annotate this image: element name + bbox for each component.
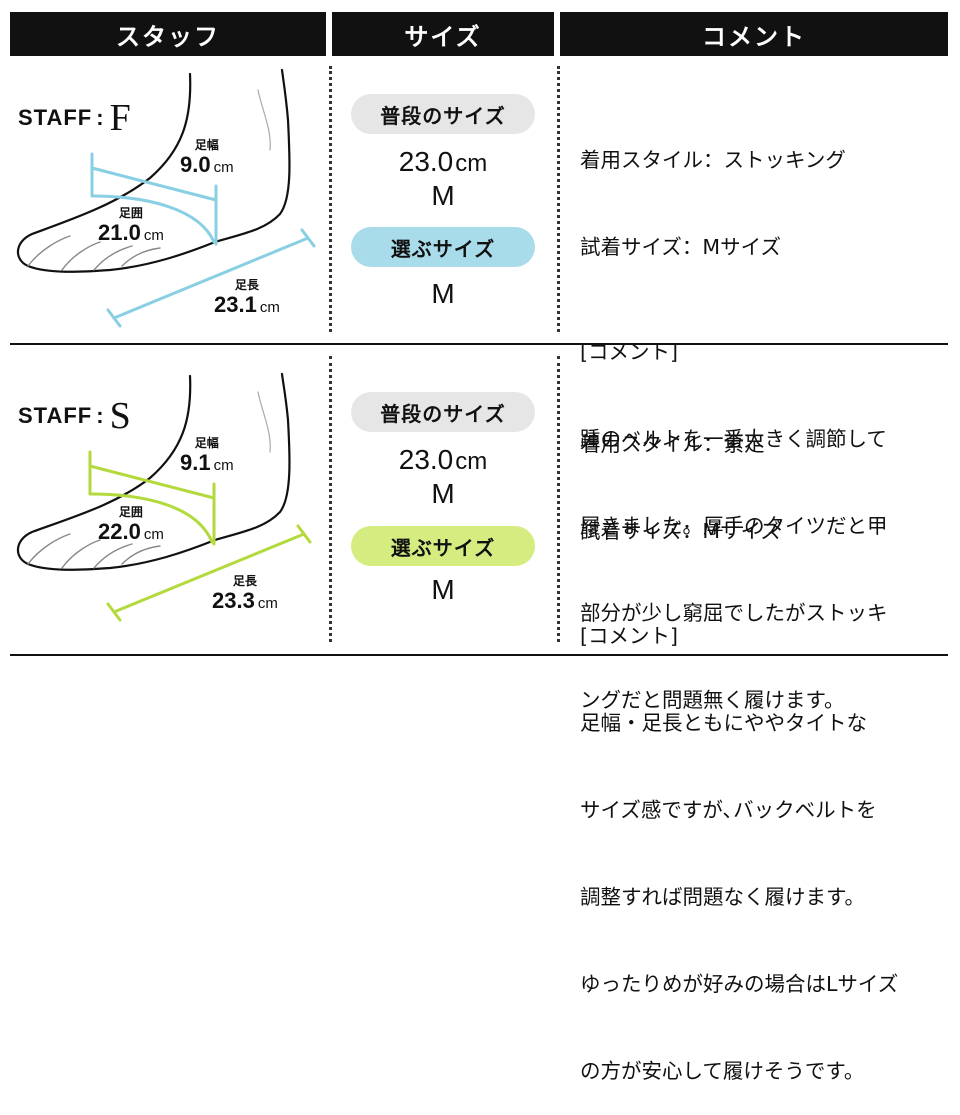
comment-line: ゆったりめが好みの場合はLサイズ [580, 972, 899, 996]
foot-illustration-s [16, 372, 312, 622]
usual-size-letter: M [431, 180, 455, 211]
column-divider [557, 66, 560, 332]
header-size: サイズ [332, 12, 554, 56]
staff-label-s: STAFF : S [18, 394, 131, 438]
usual-size-cm-unit: cm [455, 448, 488, 475]
row-separator [10, 654, 948, 656]
foot-width-value: 9.1 [180, 450, 211, 475]
foot-width-unit: cm [213, 159, 234, 176]
comment-line: 足幅・足長ともにややタイトな [580, 711, 867, 735]
comment-line: 試着サイズ：Mサイズ [580, 235, 781, 259]
comment-line: の方が安心して履けそうです。 [580, 1059, 865, 1083]
usual-size-cm: 23.0 [398, 444, 454, 475]
header-comment: コメント [560, 12, 948, 56]
foot-width-unit: cm [213, 457, 234, 474]
foot-length-value: 23.3 [212, 588, 255, 613]
comment-line: 着用スタイル：ストッキング [580, 148, 846, 172]
comment-line: 調整すれば問題なく履けます。 [580, 885, 865, 909]
comment-line: 着用スタイル：素足 [580, 432, 765, 456]
staff-colon: : [96, 403, 104, 428]
staff-letter: S [109, 395, 131, 437]
foot-length-unit: cm [257, 595, 278, 612]
foot-girth-label: 足囲 [118, 505, 143, 519]
chosen-size-pill-f: 選ぶサイズ [351, 227, 535, 267]
comment-line: [コメント] [580, 624, 678, 648]
comment-line: 部分が少し窮屈でしたがストッキ [580, 601, 888, 625]
chosen-size-s: M [431, 574, 455, 605]
comment-line: 試着サイズ：Mサイズ [580, 519, 781, 543]
foot-width-label: 足幅 [194, 138, 219, 152]
foot-width-label: 足幅 [194, 436, 219, 450]
foot-girth-value: 22.0 [98, 519, 141, 544]
usual-size-cm: 23.0 [398, 146, 454, 177]
comment-line: 踵のベルトを一番大きく調節して [580, 427, 887, 451]
column-divider [329, 356, 332, 642]
foot-girth-unit: cm [143, 526, 164, 543]
staff-word: STAFF [18, 105, 93, 130]
usual-size-pill-s: 普段のサイズ [351, 392, 535, 432]
usual-size-f: 23.0cm M [340, 146, 546, 212]
comment-s: 着用スタイル：素足 試着サイズ：Mサイズ [コメント] 足幅・足長ともにややタイ… [580, 372, 950, 1115]
chosen-size-pill-s: 選ぶサイズ [351, 526, 535, 566]
staff-label-f: STAFF : F [18, 96, 131, 140]
usual-size-s: 23.0cm M [340, 444, 546, 510]
staff-letter: F [109, 97, 131, 139]
row-separator [10, 343, 948, 345]
usual-size-pill-f: 普段のサイズ [351, 94, 535, 134]
foot-width-value: 9.0 [180, 152, 211, 177]
foot-length-value: 23.1 [214, 292, 257, 317]
usual-size-cm-unit: cm [455, 150, 488, 177]
staff-colon: : [96, 105, 104, 130]
foot-girth-value: 21.0 [98, 220, 141, 245]
column-divider [557, 356, 560, 642]
foot-length-label: 足長 [234, 278, 259, 292]
comment-line: サイズ感ですが､バックベルトを [580, 798, 877, 822]
comment-line: 履きました。厚手のタイツだと甲 [580, 514, 888, 538]
foot-illustration-f [16, 68, 316, 328]
foot-girth-label: 足囲 [118, 206, 143, 220]
foot-length-unit: cm [259, 299, 280, 316]
foot-girth-unit: cm [143, 227, 164, 244]
column-divider [329, 66, 332, 332]
header-staff: スタッフ [10, 12, 326, 56]
usual-size-letter: M [431, 478, 455, 509]
comment-line: [コメント] [580, 340, 678, 364]
foot-illustrations [16, 68, 316, 622]
chosen-size-f: M [431, 278, 455, 309]
foot-length-label: 足長 [232, 574, 257, 588]
staff-word: STAFF [18, 403, 93, 428]
